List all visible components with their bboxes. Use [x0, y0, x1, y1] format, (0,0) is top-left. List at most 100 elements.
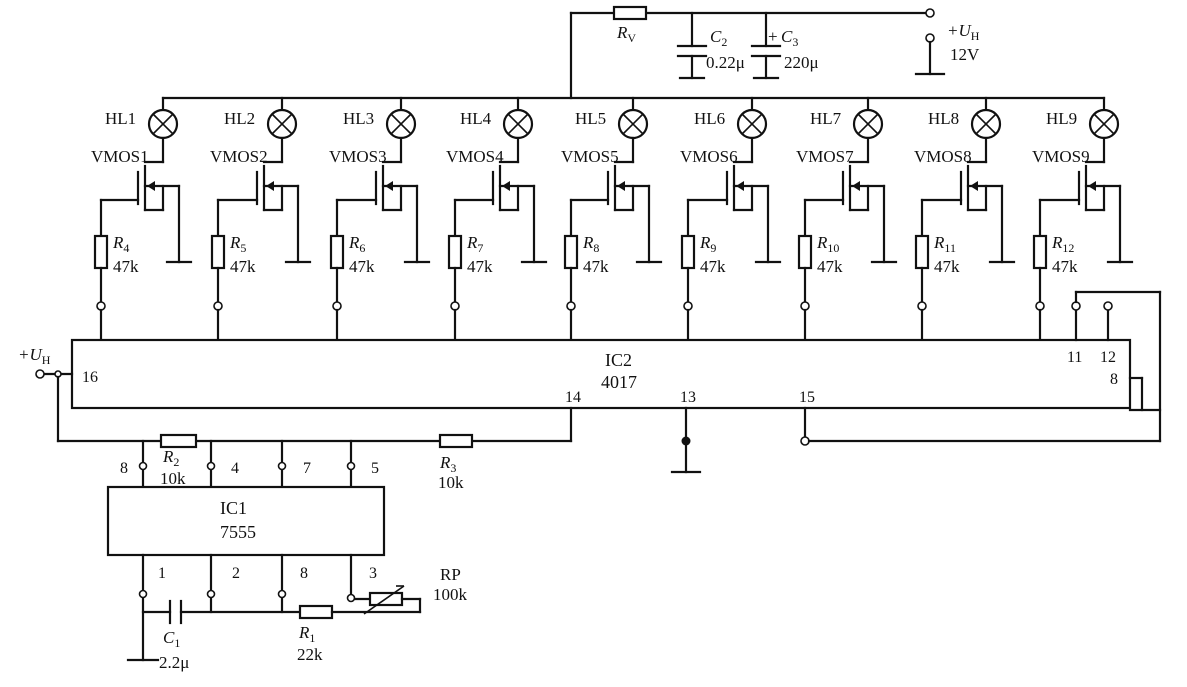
- lamp-label: HL8: [928, 109, 959, 128]
- gate-resistor: [1032, 234, 1048, 270]
- vmos-label: VMOS4: [446, 147, 504, 166]
- supply-terminal-ground[interactable]: [925, 33, 935, 43]
- c2-label: C2: [710, 27, 727, 49]
- channel-9: HL9VMOS9R1247k9: [1032, 96, 1134, 366]
- resistor-value: 47k: [583, 257, 609, 276]
- resistor-label: R4: [112, 233, 129, 255]
- gate-resistor: [797, 234, 813, 270]
- ic2-4017: IC2 4017 11 12 8 16 +UH 14 13 15: [18, 290, 1162, 474]
- vmos-label: VMOS8: [914, 147, 972, 166]
- channel-1: HL1VMOS1R447k3: [91, 96, 193, 366]
- resistor-label: R12: [1051, 233, 1074, 255]
- resistor-value: 47k: [1052, 257, 1078, 276]
- rv-resistor: [612, 5, 648, 21]
- lamp-label: HL9: [1046, 109, 1077, 128]
- resistor-label: R7: [466, 233, 483, 255]
- ic1-pin2: 2: [232, 565, 240, 582]
- c3-plus: +: [768, 27, 778, 46]
- channel-2: HL2VMOS2R547k2: [210, 96, 312, 366]
- channel-8: HL8VMOS8R1147k6: [914, 96, 1016, 366]
- vmos-label: VMOS7: [796, 147, 854, 166]
- supply-top-label: +UH: [947, 21, 980, 43]
- ic1-pin7: 7: [303, 460, 311, 477]
- gate-resistor: [329, 234, 345, 270]
- rv-label: RV: [616, 23, 636, 45]
- lamp-label: HL2: [224, 109, 255, 128]
- c1-value: 2.2μ: [159, 653, 189, 672]
- resistor-value: 47k: [230, 257, 256, 276]
- left-supply-terminal[interactable]: [35, 369, 45, 379]
- ic1-part: 7555: [220, 522, 256, 542]
- ic1-pin8-top: 8: [120, 460, 128, 477]
- channel-6: HL6VMOS6R947k1: [680, 96, 782, 366]
- resistor-label: R5: [229, 233, 246, 255]
- lamp-label: HL1: [105, 109, 136, 128]
- ic1-pin1: 1: [158, 565, 166, 582]
- gate-resistor: [914, 234, 930, 270]
- ic1-pin8-bottom: 8: [300, 565, 308, 582]
- ic1-name: IC1: [220, 498, 247, 518]
- ic1-pin5: 5: [371, 460, 379, 477]
- r1-value: 22k: [297, 645, 323, 664]
- r3-label: R3: [439, 453, 456, 475]
- resistor-label: R6: [348, 233, 365, 255]
- gate-resistor: [447, 234, 463, 270]
- ic2-pin12: 12: [1100, 349, 1116, 366]
- channel-3: HL3VMOS3R647k4: [329, 96, 431, 366]
- resistor-label: R9: [699, 233, 716, 255]
- r2-resistor: [159, 433, 198, 449]
- resistor-value: 47k: [817, 257, 843, 276]
- c2-capacitor: [676, 11, 708, 80]
- ic2-pin8: 8: [1110, 371, 1118, 388]
- channel-5: HL5VMOS5R847k10: [561, 96, 663, 366]
- c3-capacitor: [750, 11, 782, 80]
- ic2-pin15: 15: [799, 389, 815, 406]
- channel-4: HL4VMOS4R747k7: [446, 96, 548, 366]
- resistor-label: R11: [933, 233, 956, 255]
- r1-resistor: [298, 604, 334, 620]
- resistor-value: 47k: [700, 257, 726, 276]
- rp-value: 100k: [433, 585, 468, 604]
- vmos-label: VMOS2: [210, 147, 268, 166]
- c2-value: 0.22μ: [706, 53, 745, 72]
- resistor-value: 47k: [113, 257, 139, 276]
- gate-resistor: [93, 234, 109, 270]
- ic2-pin14: 14: [565, 389, 581, 406]
- ic1-wiring: R2 10k R3 10k 8 4 7 5: [56, 433, 573, 492]
- lamp-label: HL3: [343, 109, 374, 128]
- vmos-label: VMOS9: [1032, 147, 1090, 166]
- lamp-label: HL4: [460, 109, 492, 128]
- ic2-pin13: 13: [680, 389, 696, 406]
- vmos-label: VMOS5: [561, 147, 619, 166]
- lamp-label: HL5: [575, 109, 606, 128]
- channel-7: HL7VMOS7R1047k5: [796, 96, 898, 366]
- gate-resistor: [680, 234, 696, 270]
- left-supply-label: +UH: [18, 345, 51, 367]
- ic2-body: [70, 338, 1132, 410]
- gate-resistor: [210, 234, 226, 270]
- gate-resistor: [563, 234, 579, 270]
- r3-resistor: [438, 433, 474, 449]
- supply-voltage-label: 12V: [950, 45, 980, 64]
- c3-label: C3: [781, 27, 798, 49]
- ic2-part: 4017: [601, 372, 637, 392]
- lamp-label: HL6: [694, 109, 725, 128]
- supply-terminal-top[interactable]: [925, 8, 935, 18]
- supply-section: RV C2 0.22μ + C3 220μ +UH 12V: [569, 5, 980, 100]
- r3-value: 10k: [438, 473, 464, 492]
- ic1-pin3: 3: [369, 565, 377, 582]
- resistor-label: R8: [582, 233, 599, 255]
- vmos-label: VMOS3: [329, 147, 387, 166]
- resistor-value: 47k: [349, 257, 375, 276]
- ic2-pin16: 16: [82, 369, 98, 386]
- ic1-pin4: 4: [231, 460, 239, 477]
- resistor-value: 47k: [467, 257, 493, 276]
- resistor-label: R10: [816, 233, 839, 255]
- vmos-label: VMOS6: [680, 147, 738, 166]
- c3-value: 220μ: [784, 53, 819, 72]
- ic2-pin11: 11: [1067, 349, 1082, 366]
- r1-label: R1: [298, 623, 315, 645]
- r2-value: 10k: [160, 469, 186, 488]
- resistor-value: 47k: [934, 257, 960, 276]
